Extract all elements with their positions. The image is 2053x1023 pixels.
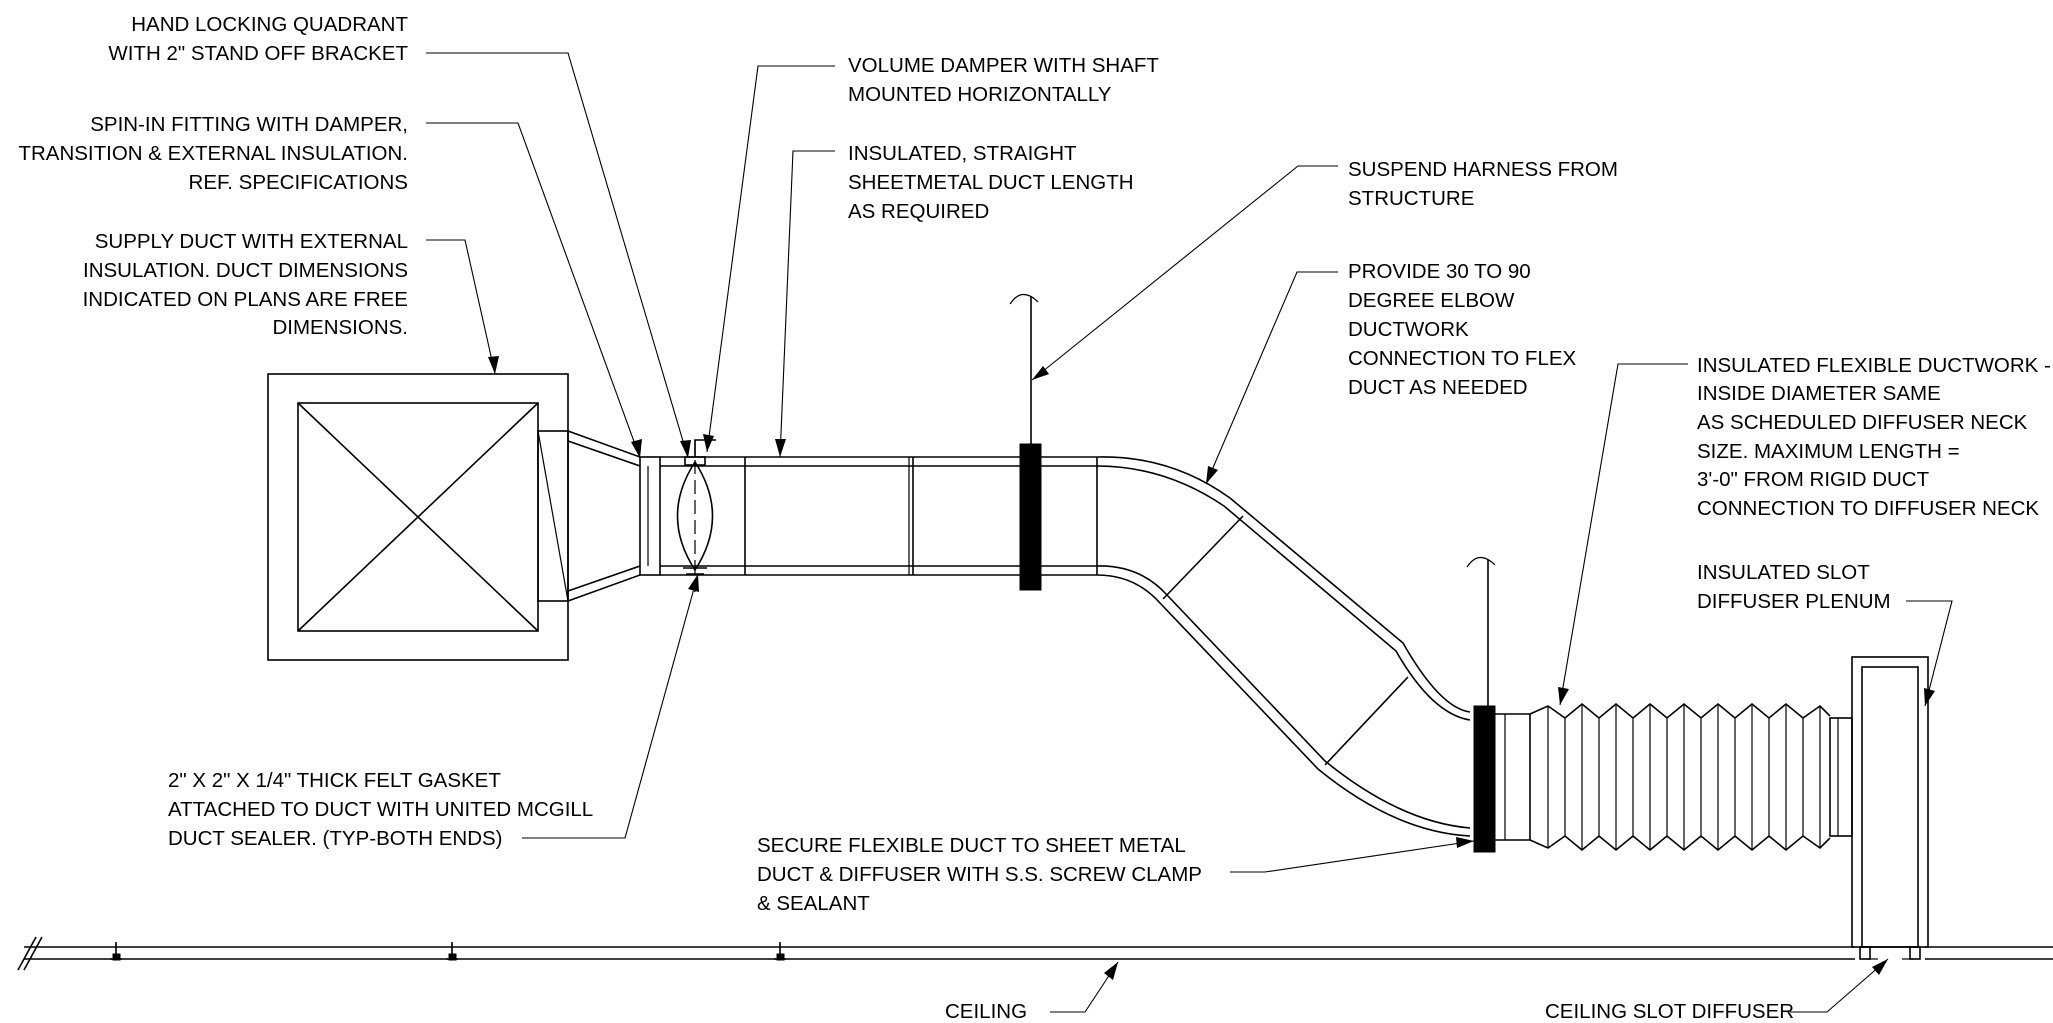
label-volume-damper: VOLUME DAMPER WITH SHAFT MOUNTED HORIZON… [848, 54, 1159, 106]
label-felt-gasket: 2" X 2" X 1/4" THICK FELT GASKET ATTACHE… [168, 769, 593, 850]
svg-text:SUPPLY DUCT WITH EXTERNAL: SUPPLY DUCT WITH EXTERNAL [95, 230, 408, 253]
label-ceiling: CEILING [945, 1000, 1027, 1023]
label-slot-plenum: INSULATED SLOT DIFFUSER PLENUM [1697, 561, 1891, 613]
svg-text:AS SCHEDULED DIFFUSER NECK: AS SCHEDULED DIFFUSER NECK [1697, 411, 2028, 434]
flexible-duct [1529, 702, 1831, 852]
svg-text:WITH 2" STAND OFF BRACKET: WITH 2" STAND OFF BRACKET [108, 42, 408, 65]
label-ceiling-slot-diffuser: CEILING SLOT DIFFUSER [1545, 1000, 1794, 1023]
svg-text:SUSPEND HARNESS FROM: SUSPEND HARNESS FROM [1348, 158, 1618, 181]
hanger-strap-2 [1466, 556, 1496, 853]
leader-ceiling [1050, 961, 1119, 1013]
leader-supply-duct [426, 239, 499, 375]
leader-harness [1031, 165, 1338, 381]
svg-text:CEILING SLOT DIFFUSER: CEILING SLOT DIFFUSER [1545, 1000, 1794, 1023]
svg-text:VOLUME DAMPER WITH SHAFT: VOLUME DAMPER WITH SHAFT [848, 54, 1159, 77]
svg-text:CONNECTION TO DIFFUSER NECK: CONNECTION TO DIFFUSER NECK [1697, 497, 2039, 520]
volume-damper [676, 439, 716, 592]
svg-text:INSULATED, STRAIGHT: INSULATED, STRAIGHT [848, 142, 1077, 165]
duct-elbow [1096, 456, 1471, 837]
svg-text:DIFFUSER PLENUM: DIFFUSER PLENUM [1697, 590, 1891, 613]
leader-slot-diffuser [1790, 958, 1889, 1013]
leader-quadrant [426, 52, 691, 459]
svg-text:TRANSITION & EXTERNAL INSULATI: TRANSITION & EXTERNAL INSULATION. [18, 142, 408, 165]
svg-text:REF. SPECIFICATIONS: REF. SPECIFICATIONS [189, 171, 408, 194]
svg-text:3'-0" FROM RIGID DUCT: 3'-0" FROM RIGID DUCT [1697, 468, 1930, 491]
svg-text:DUCT & DIFFUSER WITH S.S. SCRE: DUCT & DIFFUSER WITH S.S. SCREW CLAMP [757, 863, 1202, 886]
svg-text:CEILING: CEILING [945, 1000, 1027, 1023]
label-screw-clamp: SECURE FLEXIBLE DUCT TO SHEET METAL DUCT… [757, 834, 1202, 915]
label-flex-duct: INSULATED FLEXIBLE DUCTWORK - INSIDE DIA… [1697, 354, 2051, 520]
svg-text:DUCT AS NEEDED: DUCT AS NEEDED [1348, 376, 1528, 399]
flex-collar [1495, 713, 1531, 841]
svg-text:DUCT SEALER. (TYP-BOTH ENDS): DUCT SEALER. (TYP-BOTH ENDS) [168, 827, 503, 850]
leader-slot-plenum [1906, 600, 1953, 707]
leader-elbow [1205, 271, 1338, 485]
svg-text:SPIN-IN FITTING WITH DAMPER,: SPIN-IN FITTING WITH DAMPER, [90, 113, 408, 136]
label-straight-duct: INSULATED, STRAIGHT SHEETMETAL DUCT LENG… [848, 142, 1134, 223]
svg-text:INDICATED ON PLANS ARE FREE: INDICATED ON PLANS ARE FREE [83, 288, 408, 311]
supply-duct-section [267, 373, 569, 661]
leader-volume-damper [703, 65, 835, 453]
svg-text:INSULATED SLOT: INSULATED SLOT [1697, 561, 1870, 584]
svg-text:DIMENSIONS.: DIMENSIONS. [272, 316, 408, 339]
svg-text:CONNECTION TO FLEX: CONNECTION TO FLEX [1348, 347, 1577, 370]
label-supply-duct: SUPPLY DUCT WITH EXTERNAL INSULATION. DU… [83, 230, 408, 339]
leader-felt-gasket [522, 573, 699, 839]
svg-text:INSULATION. DUCT DIMENSIONS: INSULATION. DUCT DIMENSIONS [83, 259, 408, 282]
svg-text:MOUNTED HORIZONTALLY: MOUNTED HORIZONTALLY [848, 83, 1112, 106]
leader-spin-in [426, 122, 642, 459]
svg-text:HAND LOCKING QUADRANT: HAND LOCKING QUADRANT [131, 13, 408, 36]
spin-in-fitting [537, 430, 661, 602]
svg-text:SECURE FLEXIBLE DUCT TO SHEET: SECURE FLEXIBLE DUCT TO SHEET METAL [757, 834, 1186, 857]
svg-text:2" X 2" X 1/4" THICK FELT GASK: 2" X 2" X 1/4" THICK FELT GASKET [168, 769, 501, 792]
label-spin-in-fitting: SPIN-IN FITTING WITH DAMPER, TRANSITION … [18, 113, 408, 194]
label-hand-locking-quadrant: HAND LOCKING QUADRANT WITH 2" STAND OFF … [108, 13, 408, 65]
slot-diffuser-plenum [1851, 656, 1929, 960]
svg-text:& SEALANT: & SEALANT [757, 892, 870, 915]
leader-flex-duct [1558, 363, 1688, 706]
hanger-strap-1 [1009, 293, 1042, 591]
svg-text:DEGREE ELBOW: DEGREE ELBOW [1348, 289, 1515, 312]
leader-screw-clamp [1230, 837, 1475, 873]
svg-text:DUCTWORK: DUCTWORK [1348, 318, 1469, 341]
label-suspend-harness: SUSPEND HARNESS FROM STRUCTURE [1348, 158, 1618, 210]
svg-text:INSIDE DIAMETER SAME: INSIDE DIAMETER SAME [1697, 382, 1941, 405]
svg-text:PROVIDE 30 TO 90: PROVIDE 30 TO 90 [1348, 260, 1531, 283]
diffuser-neck-collar [1829, 717, 1853, 837]
svg-text:ATTACHED TO DUCT WITH UNITED M: ATTACHED TO DUCT WITH UNITED MCGILL [168, 798, 593, 821]
svg-text:INSULATED FLEXIBLE DUCTWORK -: INSULATED FLEXIBLE DUCTWORK - [1697, 354, 2051, 377]
svg-text:SIZE. MAXIMUM LENGTH =: SIZE. MAXIMUM LENGTH = [1697, 440, 1960, 463]
label-elbow: PROVIDE 30 TO 90 DEGREE ELBOW DUCTWORK C… [1348, 260, 1577, 399]
leader-straight-duct [775, 150, 835, 458]
svg-text:AS REQUIRED: AS REQUIRED [848, 200, 989, 223]
svg-text:SHEETMETAL DUCT LENGTH: SHEETMETAL DUCT LENGTH [848, 171, 1134, 194]
svg-text:STRUCTURE: STRUCTURE [1348, 187, 1474, 210]
ceiling-grid [17, 936, 2053, 971]
